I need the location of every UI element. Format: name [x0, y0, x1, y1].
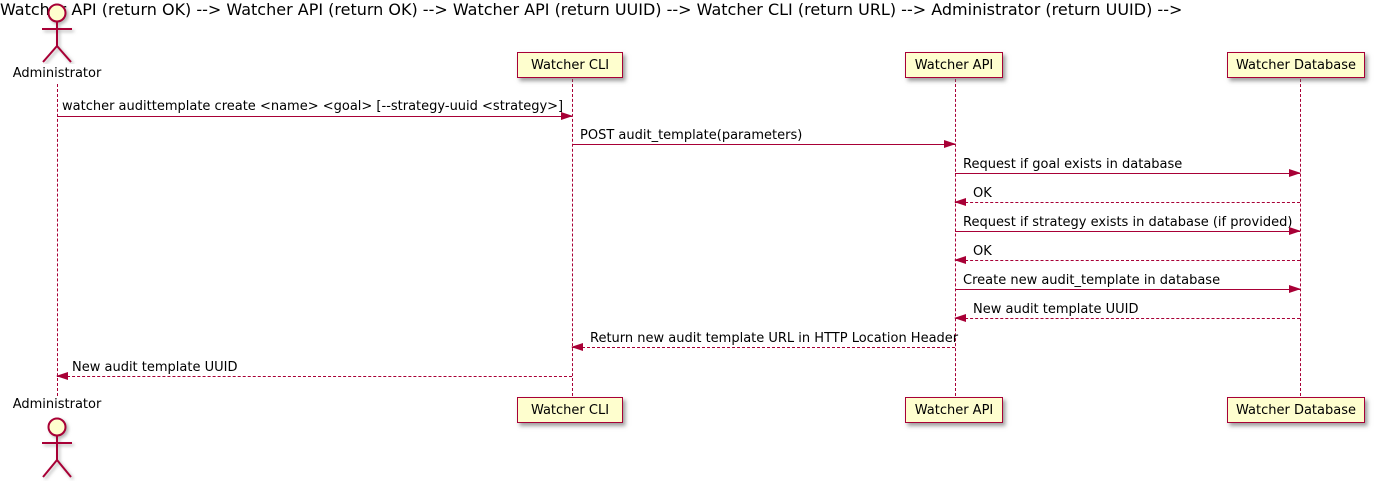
message-arrow [955, 284, 1301, 293]
message-label: New audit template UUID [72, 360, 238, 375]
message-label: Request if strategy exists in database (… [963, 215, 1293, 230]
arrowhead-left-icon [571, 342, 583, 351]
participant-watcher-api-top: Watcher API [905, 52, 1003, 78]
message-arrow [954, 197, 1300, 206]
actor-label-administrator-bottom: Administrator [12, 397, 102, 412]
message-arrow [572, 139, 956, 148]
message-arrow [56, 371, 572, 380]
arrowhead-left-icon [954, 255, 966, 264]
message-label: watcher audittemplate create <name> <goa… [62, 99, 564, 114]
message-label: New audit template UUID [973, 302, 1139, 317]
message-arrow [571, 342, 955, 351]
participant-watcher-cli-bottom: Watcher CLI [517, 397, 623, 423]
message-label: Return new audit template URL in HTTP Lo… [590, 331, 959, 346]
arrowhead-right-icon [1289, 168, 1301, 177]
participant-watcher-database-top: Watcher Database [1227, 52, 1365, 78]
arrowhead-left-icon [954, 197, 966, 206]
message-label: OK [973, 186, 992, 201]
message-arrow [955, 168, 1301, 177]
actor-label-administrator-top: Administrator [12, 66, 102, 81]
message-arrow [954, 255, 1300, 264]
arrowhead-right-icon [1289, 284, 1301, 293]
participant-watcher-database-bottom: Watcher Database [1227, 397, 1365, 423]
participant-watcher-cli-top: Watcher CLI [517, 52, 623, 78]
message-label: POST audit_template(parameters) [580, 128, 803, 143]
message-label: Request if goal exists in database [963, 157, 1183, 172]
lifeline-watcher-database [1300, 79, 1301, 396]
message-label: Create new audit_template in database [963, 273, 1221, 288]
message-arrow [954, 313, 1300, 322]
arrowhead-right-icon [561, 111, 573, 120]
message-label: OK [973, 244, 992, 259]
actor-figure-top [42, 3, 72, 63]
lifeline-watcher-cli [572, 79, 573, 396]
lifeline-administrator [57, 84, 58, 396]
arrowhead-right-icon [944, 139, 956, 148]
actor-head [47, 3, 67, 23]
arrowhead-right-icon [1289, 226, 1301, 235]
actor-figure-bottom [42, 417, 72, 478]
actor-head [47, 417, 67, 437]
participant-watcher-api-bottom: Watcher API [905, 397, 1003, 423]
message-arrow [955, 226, 1301, 235]
arrowhead-left-icon [954, 313, 966, 322]
message-arrow [57, 111, 573, 120]
lifeline-watcher-api [955, 79, 956, 396]
arrowhead-left-icon [56, 371, 68, 380]
